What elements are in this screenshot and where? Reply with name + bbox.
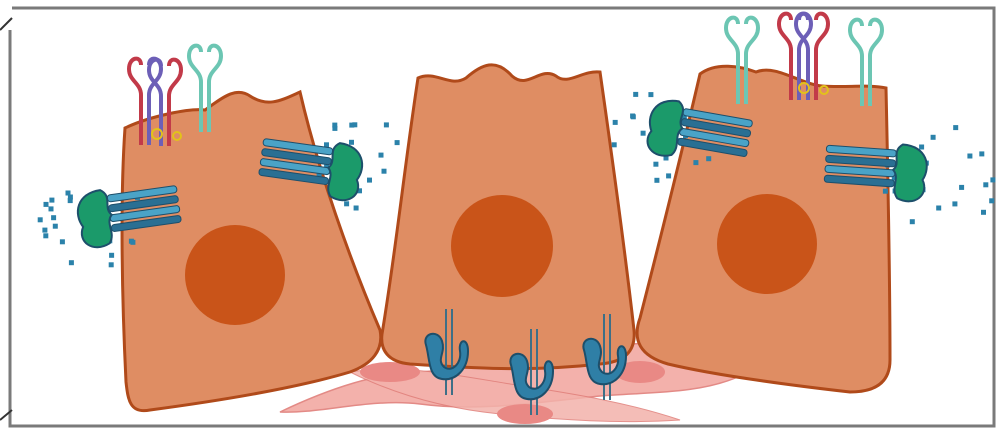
ion-dot <box>109 253 114 258</box>
ion-dot <box>952 201 957 206</box>
ion-dot <box>367 178 372 183</box>
ion-dot <box>395 140 400 145</box>
ion-dot <box>384 122 389 127</box>
ion-dot <box>983 182 988 187</box>
ion-dot <box>919 145 924 150</box>
ion-dot <box>109 262 114 267</box>
ion-dot <box>382 169 387 174</box>
ion-dot <box>354 206 359 211</box>
ion-dot <box>959 185 964 190</box>
ecm-cell-body <box>497 404 553 424</box>
ion-dot <box>43 233 48 238</box>
ion-dot <box>349 140 354 145</box>
frame-corner-mark <box>0 0 12 30</box>
ion-dot <box>613 120 618 125</box>
ion-dot <box>936 206 941 211</box>
ion-dot <box>967 154 972 159</box>
ion-dot <box>130 240 135 245</box>
ion-dot <box>989 198 994 203</box>
ion-dot <box>979 151 984 156</box>
ion-dot <box>666 173 671 178</box>
ion-dot <box>990 177 995 182</box>
ion-dot <box>379 153 384 158</box>
ion-dot <box>42 228 47 233</box>
ion-dot <box>349 123 354 128</box>
ion-dot <box>38 217 43 222</box>
ion-dot <box>630 114 635 119</box>
ion-dot <box>69 260 74 265</box>
ion-dot <box>981 210 986 215</box>
ion-dot <box>654 178 659 183</box>
cell-middle <box>382 65 635 369</box>
ion-dot <box>953 125 958 130</box>
nucleus <box>185 225 285 325</box>
ion-dot <box>641 131 646 136</box>
nucleus <box>717 194 817 294</box>
ion-dot <box>344 201 349 206</box>
ion-dot <box>60 239 65 244</box>
ion-dot <box>910 219 915 224</box>
channel-pore <box>891 144 928 203</box>
ion-dot <box>612 142 617 147</box>
ion-dot <box>51 215 56 220</box>
ion-dot <box>706 156 711 161</box>
ion-dot <box>66 191 71 196</box>
ion-dot <box>693 160 698 165</box>
ion-dot <box>648 92 653 97</box>
ion-dot <box>883 189 888 194</box>
ion-dot <box>49 198 54 203</box>
ion-dot <box>53 224 58 229</box>
ion-dot <box>332 123 337 128</box>
ion-dot <box>49 206 54 211</box>
ion-dot <box>931 135 936 140</box>
ion-dot <box>633 92 638 97</box>
nucleus <box>451 195 553 297</box>
ion-dot <box>44 202 49 207</box>
ion-dot <box>653 162 658 167</box>
